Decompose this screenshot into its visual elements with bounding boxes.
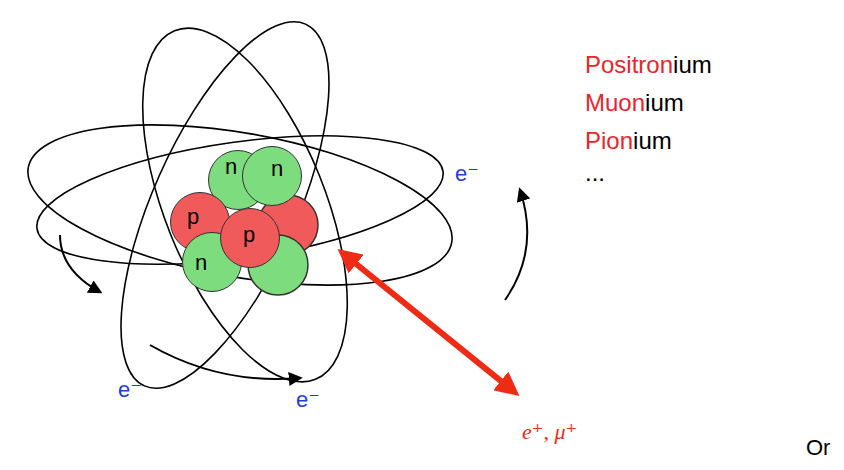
atom-name: Positronium [585, 52, 712, 78]
red-double-arrow [345, 255, 512, 390]
ellipsis: ... [585, 160, 605, 186]
atom-name: Pionium [585, 128, 672, 154]
atom-name: Muonium [585, 90, 684, 116]
electron-label: e⁻ [118, 378, 142, 402]
particle-letter: n [271, 158, 283, 180]
particle-letter: p [243, 224, 255, 246]
particle-letter: n [225, 156, 237, 178]
electron-label: e⁻ [296, 388, 320, 412]
cut-off-text: Or [806, 436, 830, 460]
particle-letter: n [195, 252, 207, 274]
orbit-ellipses [16, 0, 464, 415]
neutron-circle: n [242, 146, 302, 206]
proton-circle: p [220, 208, 280, 268]
particle-label: e⁺, μ⁺ [522, 420, 577, 444]
electron-label: e⁻ [455, 162, 479, 186]
orbit-arrows [60, 190, 527, 379]
particle-letter: p [187, 206, 199, 228]
